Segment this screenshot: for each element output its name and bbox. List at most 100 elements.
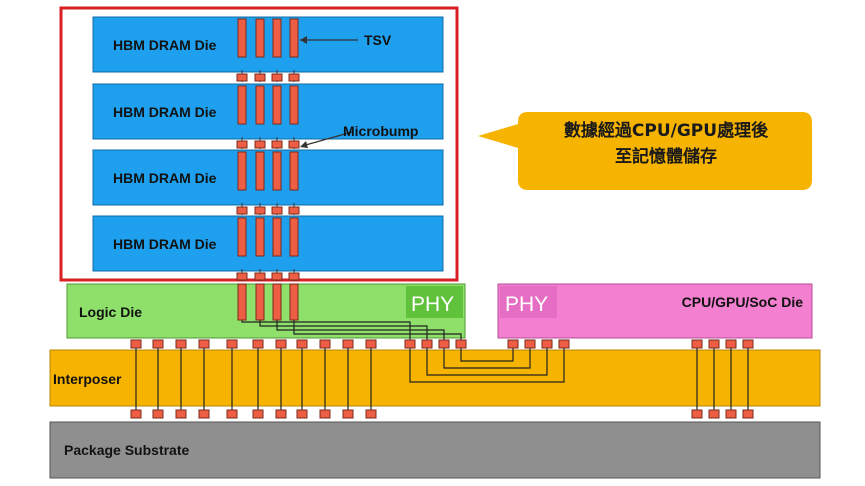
tsv-bar: [289, 151, 299, 191]
phy-bump: [558, 339, 570, 349]
phy-left-block: [406, 286, 463, 318]
dram-die-1: [92, 16, 444, 73]
c4-bump: [130, 409, 142, 419]
microbump: [288, 206, 300, 215]
c4-bump: [742, 339, 754, 349]
tsv-bar: [272, 85, 282, 125]
dram-die-label-2: HBM DRAM Die: [113, 104, 217, 120]
microbump: [254, 272, 266, 281]
logic-die-label: Logic Die: [79, 304, 142, 320]
c4-bump: [708, 339, 720, 349]
tsv-bar: [237, 18, 247, 58]
callout-bubble: [478, 112, 812, 190]
callout-line-1: 數據經過CPU/GPU處理後: [563, 121, 769, 141]
soc-die-label: CPU/GPU/SoC Die: [682, 294, 804, 310]
c4-bump: [175, 339, 187, 349]
tsv-bar: [255, 151, 265, 191]
c4-bump: [252, 339, 264, 349]
interposer: [49, 349, 821, 407]
c4-bump: [198, 339, 210, 349]
tsv-bar: [289, 283, 299, 321]
c4-bump: [198, 409, 210, 419]
tsv-bar: [255, 217, 265, 257]
phy-right-label: PHY: [505, 293, 548, 316]
interposer-phy-route: [409, 344, 565, 383]
tsv-bar: [272, 283, 282, 321]
tsv-label: TSV: [364, 32, 392, 48]
tsv-bar: [289, 85, 299, 125]
dram-die-label-1: HBM DRAM Die: [113, 37, 217, 53]
c4-bump: [365, 409, 377, 419]
microbump: [271, 140, 283, 149]
phy-bump: [524, 339, 536, 349]
microbump: [236, 140, 248, 149]
c4-bump: [342, 339, 354, 349]
c4-bump: [342, 409, 354, 419]
c4-bump: [226, 409, 238, 419]
c4-bump: [725, 409, 737, 419]
c4-bump: [725, 339, 737, 349]
phy-bump: [455, 339, 467, 349]
phy-right-block: [500, 286, 557, 318]
dram-die-label-3: HBM DRAM Die: [113, 170, 217, 186]
tsv-bar: [289, 18, 299, 58]
c4-bump: [319, 339, 331, 349]
microbump: [236, 73, 248, 82]
logic-die-route: [293, 320, 462, 344]
tsv-bar: [255, 283, 265, 321]
c4-bump: [365, 339, 377, 349]
logic-die-route: [259, 320, 428, 344]
c4-bump: [175, 409, 187, 419]
phy-bump: [421, 339, 433, 349]
microbump: [254, 206, 266, 215]
tsv-bar: [237, 85, 247, 125]
microbump-arrowhead: [300, 141, 308, 148]
callout-text: 數據經過CPU/GPU處理後 至記憶體儲存: [518, 118, 814, 170]
tsv-bar: [272, 151, 282, 191]
microbump: [271, 206, 283, 215]
c4-bump: [691, 339, 703, 349]
c4-bump: [708, 409, 720, 419]
microbump: [254, 140, 266, 149]
interposer-label: Interposer: [53, 371, 122, 387]
interposer-phy-route: [460, 344, 514, 362]
dram-die-label-4: HBM DRAM Die: [113, 236, 217, 252]
c4-bump: [152, 409, 164, 419]
c4-bump: [691, 409, 703, 419]
tsv-bar: [272, 217, 282, 257]
tsv-bar: [289, 217, 299, 257]
tsv-bar: [237, 283, 247, 321]
substrate-label: Package Substrate: [64, 442, 189, 458]
c4-bump: [275, 339, 287, 349]
microbump: [271, 272, 283, 281]
c4-bump: [296, 409, 308, 419]
microbump: [254, 73, 266, 82]
microbump: [271, 73, 283, 82]
interposer-phy-route: [426, 344, 548, 376]
c4-bump: [319, 409, 331, 419]
microbump: [288, 272, 300, 281]
microbumps: [130, 70, 754, 419]
dram-die-4: [92, 215, 444, 272]
c4-bump: [275, 409, 287, 419]
tsv-arrowhead: [300, 36, 307, 44]
tsv-bar: [255, 18, 265, 58]
c4-bump: [742, 409, 754, 419]
phy-bump: [438, 339, 450, 349]
callout-line-2: 至記憶體儲存: [615, 147, 717, 167]
logic-die-route: [276, 320, 445, 344]
c4-bump: [252, 409, 264, 419]
logic-die-route: [241, 320, 411, 344]
tsv-columns: [237, 18, 299, 321]
microbump: [236, 272, 248, 281]
dram-die-2: [92, 83, 444, 140]
logic-die: [66, 283, 466, 339]
c4-bump: [152, 339, 164, 349]
microbump: [288, 140, 300, 149]
dram-die-3: [92, 149, 444, 206]
interposer-phy-route: [443, 344, 531, 369]
microbump: [236, 206, 248, 215]
microbump-label: Microbump: [343, 123, 418, 139]
microbump-pointer-arrow: [301, 131, 353, 147]
